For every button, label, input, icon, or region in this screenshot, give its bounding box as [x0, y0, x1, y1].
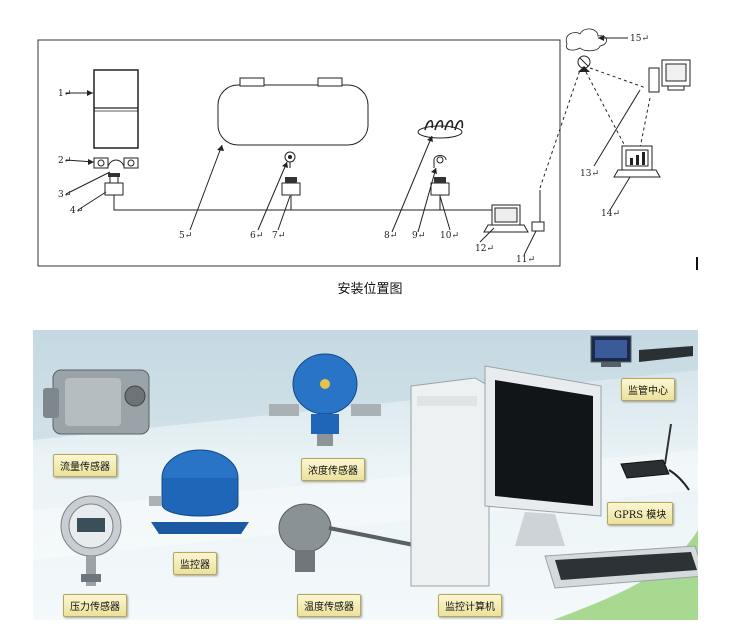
concentration-transmitter	[281, 182, 301, 196]
storage-tank	[217, 84, 369, 146]
gprs-module-label: GPRS 模块	[607, 502, 674, 525]
center-pc-tower	[648, 67, 660, 93]
valve-left	[93, 157, 109, 169]
label-11: 11↵	[516, 255, 535, 265]
valve-right	[123, 157, 139, 169]
label-15: 15↵	[630, 34, 649, 44]
flowmeter-cabinet	[93, 69, 139, 149]
label-8: 8↵	[384, 231, 397, 241]
flow-sensor-device	[43, 369, 150, 435]
monitor-center-device	[590, 335, 693, 367]
pressure-sensor-label: 压力传感器	[63, 594, 127, 617]
signal-bus	[113, 195, 500, 211]
label-1: 1↵	[58, 89, 71, 99]
label-7: 7↵	[272, 231, 285, 241]
site-frame	[37, 39, 561, 267]
temperature-probe	[433, 155, 447, 168]
temperature-sensor-device	[278, 503, 420, 572]
label-9: 9↵	[412, 231, 425, 241]
flow-sensor-label: 流量传感器	[53, 454, 117, 477]
heating-coil	[417, 125, 463, 139]
monitor-computer-device	[410, 365, 698, 589]
stray-mark	[696, 257, 698, 270]
flow-transmitter	[104, 182, 124, 196]
label-13: 13↵	[580, 169, 599, 179]
label-2: 2↵	[58, 156, 71, 166]
label-4: 4↵	[70, 206, 83, 216]
temperature-transmitter	[430, 182, 450, 196]
device-photo-panel: 流量传感器 压力传感器 监控器 浓度传感器 温度传感器	[33, 330, 698, 620]
gprs-module-device	[620, 423, 690, 491]
controller-label: 监控器	[173, 552, 217, 575]
pressure-sensor-device	[60, 495, 122, 586]
monitor-center-label: 监管中心	[621, 378, 675, 401]
concentration-sensor-device	[269, 353, 381, 446]
label-10: 10↵	[440, 231, 459, 241]
monitor-computer-label: 监控计算机	[438, 594, 502, 617]
installation-diagram: 1↵ 2↵ 3↵ 4↵ 5↵ 6↵ 7↵ 8↵ 9↵ 10↵ 11↵ 12↵ 1…	[37, 28, 698, 270]
gprs-cloud	[565, 28, 607, 52]
diagram-caption: 安装位置图	[337, 282, 403, 297]
label-12: 12↵	[475, 244, 494, 254]
label-14: 14↵	[601, 209, 620, 219]
label-5: 5↵	[179, 231, 192, 241]
temperature-sensor-label: 温度传感器	[297, 594, 361, 617]
concentration-sensor-label: 浓度传感器	[301, 458, 365, 481]
controller-device	[149, 449, 249, 534]
label-3: 3↵	[58, 190, 71, 200]
gprs-box	[531, 221, 545, 232]
label-6: 6↵	[250, 231, 263, 241]
